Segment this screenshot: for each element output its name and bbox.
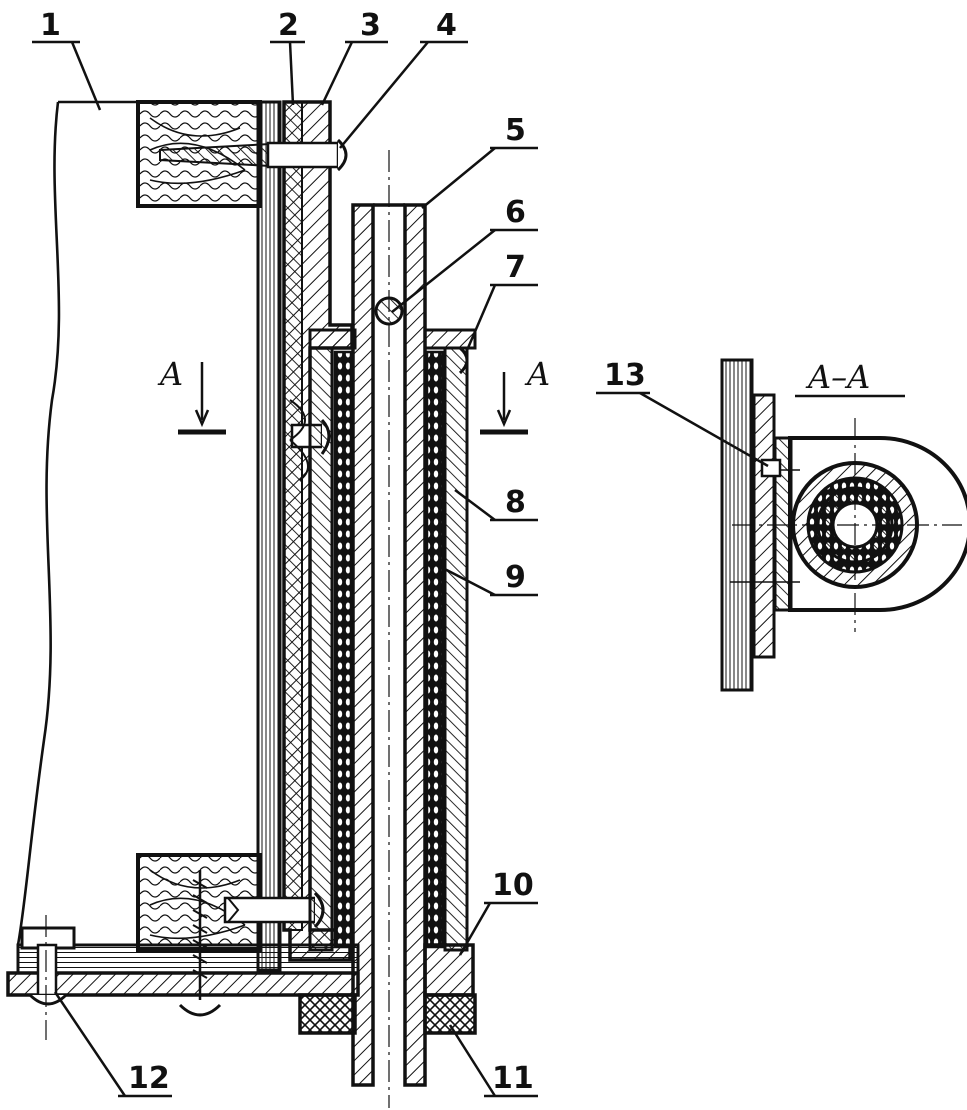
callout-11: 11 — [448, 1024, 538, 1098]
svg-text:A–A: A–A — [805, 358, 870, 396]
svg-text:A: A — [524, 355, 550, 393]
bracket-part-3 — [282, 100, 354, 962]
callout-12: 12 — [53, 991, 172, 1098]
svg-text:10: 10 — [492, 868, 534, 903]
callout-7: 7 — [463, 250, 538, 356]
svg-text:11: 11 — [492, 1061, 534, 1096]
callout-9: 9 — [436, 560, 538, 597]
section-marker-right: A — [480, 355, 550, 435]
svg-text:2: 2 — [278, 8, 299, 43]
svg-text:12: 12 — [128, 1061, 170, 1096]
callout-1: 1 — [32, 8, 102, 111]
svg-text:9: 9 — [505, 560, 526, 595]
svg-text:13: 13 — [604, 358, 646, 393]
sleeve-part-8 — [308, 346, 469, 952]
tube-part-5 — [351, 150, 427, 1108]
wood-screw-vertical — [178, 870, 222, 1017]
bolt-part-12 — [20, 915, 76, 1040]
bearing-balls-part-9 — [333, 350, 445, 949]
svg-text:5: 5 — [505, 113, 526, 148]
svg-text:4: 4 — [436, 8, 457, 43]
svg-text:7: 7 — [505, 250, 526, 285]
collar-part-7 — [308, 328, 477, 375]
callout-3: 3 — [320, 8, 388, 106]
pin-part-6 — [374, 296, 404, 326]
callout-5: 5 — [421, 113, 538, 209]
lower-screw — [223, 891, 325, 929]
bushing-part-11 — [298, 993, 477, 1035]
callout-2: 2 — [270, 8, 305, 106]
section-a-a-detail: A–A — [720, 358, 967, 692]
section-marker-left: A — [157, 355, 226, 435]
vertical-strip-part-2 — [256, 100, 282, 972]
upper-screw-part-4 — [159, 138, 348, 172]
callout-8: 8 — [454, 485, 538, 522]
callout-10: 10 — [458, 868, 538, 956]
callout-4: 4 — [339, 8, 468, 149]
svg-text:3: 3 — [360, 8, 381, 43]
svg-text:A: A — [157, 355, 183, 393]
callout-6: 6 — [391, 195, 538, 313]
base-plate — [6, 943, 475, 997]
callout-13: 13 — [596, 358, 769, 468]
panel-part-1 — [16, 100, 140, 946]
svg-text:6: 6 — [505, 195, 526, 230]
svg-text:8: 8 — [505, 485, 526, 520]
svg-text:1: 1 — [40, 8, 61, 43]
